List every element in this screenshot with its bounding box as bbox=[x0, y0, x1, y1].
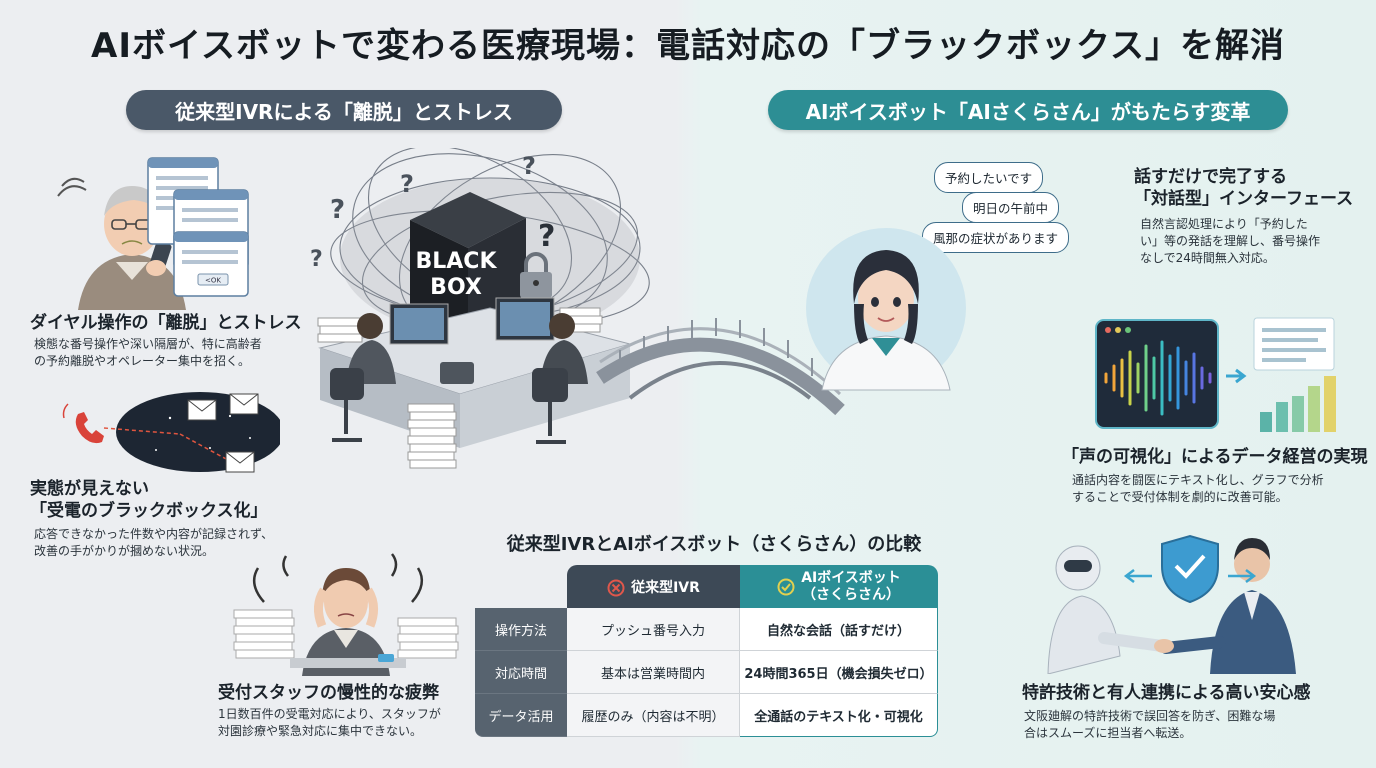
mail-icon bbox=[229, 393, 259, 415]
phone-icon bbox=[62, 403, 104, 444]
left-section-1-title: ダイヤル操作の「離脱」とストレス bbox=[30, 313, 302, 333]
bridge bbox=[596, 318, 845, 416]
comparison-title: 従来型IVRとAIボイスボット（さくらさん）の比較 bbox=[506, 534, 922, 555]
bar-graph bbox=[1260, 376, 1336, 432]
right-section-3-desc: 文阪廸解の特許技術で誤回答を防ぎ、困難な場 合はスムーズに担当者へ転送。 bbox=[1024, 709, 1276, 740]
svg-text:?: ? bbox=[522, 152, 536, 180]
svg-text:?: ? bbox=[310, 247, 323, 272]
right-section-header: AIボイスボット「AIさくらさん」がもたらす変革 bbox=[768, 90, 1288, 130]
old-value: 基本は営業時間内 bbox=[567, 651, 740, 694]
svg-text:?: ? bbox=[400, 170, 414, 198]
check-circle-icon bbox=[777, 578, 795, 595]
left-section-2-desc: 応答できなかった件数や内容が記録されず、 改善の手がかりが摑めない状況。 bbox=[34, 527, 274, 558]
speech-bubble-3: 風那の症状があります bbox=[922, 222, 1070, 253]
mail-icon bbox=[225, 451, 255, 473]
table-header-row: 従来型IVR AIボイスボット （さくらさん） bbox=[475, 565, 938, 608]
new-value: 全通話のテキスト化・可視化 bbox=[740, 694, 938, 737]
black-box-label-2: BOX bbox=[430, 275, 482, 300]
voice-visualization-illustration bbox=[1095, 317, 1336, 432]
svg-text:?: ? bbox=[330, 195, 345, 225]
row-label: 対応時間 bbox=[475, 651, 567, 694]
cross-circle-icon bbox=[607, 579, 625, 596]
comparison-table: 従来型IVR AIボイスボット （さくらさん） 操作方法 プッシュ番号入力 自然… bbox=[475, 565, 938, 737]
left-section-3-desc: 1日数百件の受電対応により、スタッフが 対園診療や緊急対応に集中できない。 bbox=[218, 707, 441, 738]
arrow-right-icon bbox=[1226, 368, 1247, 384]
left-section-1-desc: 検態な番号操作や深い隔層が、特に高齢者 の予約離脱やオペレーター集中を招く。 bbox=[34, 337, 262, 368]
table-row: データ活用 履歴のみ（内容は不明） 全通話のテキスト化・可視化 bbox=[475, 694, 938, 737]
elderly-caller-illustration: OK <OK bbox=[57, 157, 249, 310]
right-section-2-title: 「声の可視化」によるデータ経営の実現 bbox=[1062, 447, 1368, 467]
right-section-1-title: 話すだけで完了する 「対話型」インターフェース bbox=[1134, 167, 1354, 209]
black-box-office-illustration: ? ? ? ? ? BLACK BOX bbox=[310, 148, 845, 469]
unanswered-calls-illustration bbox=[62, 392, 280, 473]
mail-icon bbox=[187, 399, 217, 421]
robot-human-handshake-illustration bbox=[1047, 534, 1296, 674]
left-section-2-title: 実態が見えない 「受電のブラックボックス化」 bbox=[30, 479, 268, 521]
svg-text:?: ? bbox=[538, 219, 555, 254]
arrow-left-icon bbox=[1123, 569, 1152, 583]
exhausted-staff-illustration bbox=[233, 553, 459, 676]
row-label: 操作方法 bbox=[475, 608, 567, 651]
table-row: 対応時間 基本は営業時間内 24時間365日（機会損失ゼロ） bbox=[475, 651, 938, 694]
new-value: 自然な会話（話すだけ） bbox=[740, 608, 938, 651]
main-title: AIボイスボットで変わる医療現場：電話対応の「ブラックボックス」を解消 bbox=[91, 26, 1285, 66]
speech-bubble-2: 明日の午前中 bbox=[962, 192, 1060, 223]
dialog-ok2-label: <OK bbox=[205, 277, 221, 285]
padlock-icon bbox=[520, 252, 552, 298]
left-section-3-title: 受付スタッフの慢性的な疲弊 bbox=[218, 683, 439, 703]
table-corner bbox=[475, 565, 567, 608]
old-value: プッシュ番号入力 bbox=[567, 608, 740, 651]
column-header-ai-voicebot: AIボイスボット （さくらさん） bbox=[740, 565, 938, 608]
arrow-right-icon bbox=[1228, 569, 1257, 583]
speech-bubble-1: 予約したいです bbox=[934, 162, 1044, 193]
ai-sakura-avatar bbox=[806, 228, 966, 391]
check-icon bbox=[1174, 554, 1206, 579]
left-section-header: 従来型IVRによる「離脱」とストレス bbox=[126, 90, 562, 130]
old-value: 履歴のみ（内容は不明） bbox=[567, 694, 740, 737]
right-section-1-desc: 自然言認処理により「予約した い」等の発話を理解し、番号操作 なしで24時間無入… bbox=[1140, 217, 1321, 265]
black-box-label-1: BLACK bbox=[415, 249, 497, 274]
table-row: 操作方法 プッシュ番号入力 自然な会話（話すだけ） bbox=[475, 608, 938, 651]
row-label: データ活用 bbox=[475, 694, 567, 737]
column-header-old-ivr: 従来型IVR bbox=[567, 565, 740, 608]
right-section-3-title: 特許技術と有人連携による高い安心感 bbox=[1022, 683, 1311, 703]
right-section-2-desc: 通話内容を闘医にテキスト化し、グラフで分析 することで受付体制を劇的に改善可能。 bbox=[1072, 473, 1324, 504]
new-value: 24時間365日（機会損失ゼロ） bbox=[740, 651, 938, 694]
